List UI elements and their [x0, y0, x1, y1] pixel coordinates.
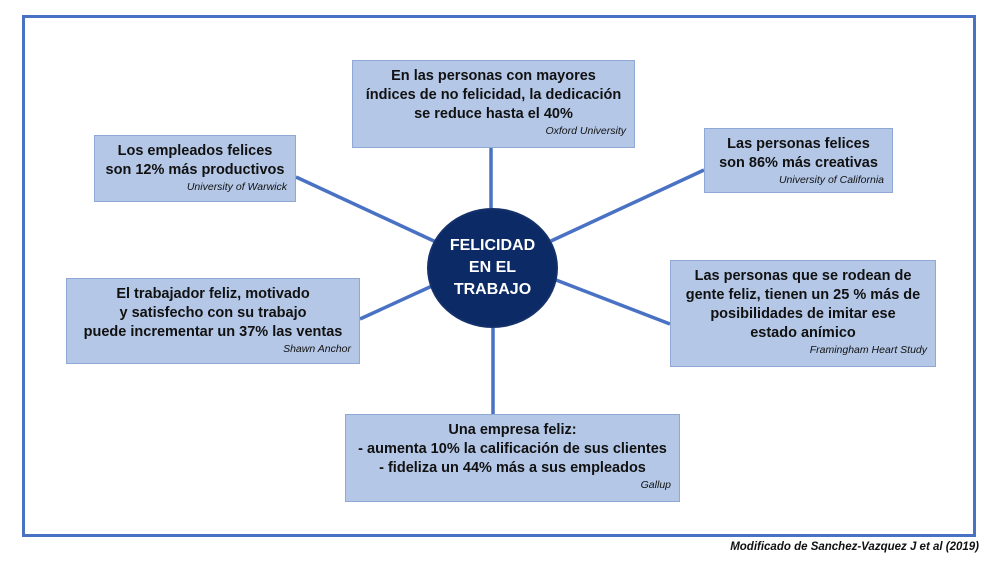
connector-mid-right	[555, 278, 671, 326]
node-source: University of California	[778, 174, 884, 186]
center-label: FELICIDAD EN EL TRABAJO	[449, 237, 536, 298]
diagram-frame	[22, 15, 976, 537]
node-text: Una empresa feliz: - aumenta 10% la cali…	[358, 422, 667, 476]
node-mid-left: El trabajador feliz, motivado y satisfec…	[66, 278, 360, 364]
node-text: Los empleados felices son 12% más produc…	[105, 143, 285, 178]
node-top-left: Los empleados felices son 12% más produc…	[94, 135, 296, 202]
center-node: FELICIDAD EN EL TRABAJO	[427, 208, 558, 328]
node-bottom: Una empresa feliz: - aumenta 10% la cali…	[345, 414, 680, 502]
node-text: En las personas con mayores índices de n…	[365, 68, 622, 122]
connector-top-left	[295, 175, 437, 244]
node-source: Gallup	[640, 479, 671, 491]
node-top: En las personas con mayores índices de n…	[352, 60, 635, 148]
node-source: Shawn Anchor	[283, 343, 351, 355]
node-source: University of Warwick	[186, 181, 287, 193]
connector-top-right	[550, 168, 705, 243]
node-mid-right: Las personas que se rodean de gente feli…	[670, 260, 936, 367]
connector-mid-left	[359, 284, 433, 321]
node-text: Las personas felices son 86% más creativ…	[719, 136, 878, 171]
node-text: El trabajador feliz, motivado y satisfec…	[83, 286, 343, 340]
credit-note: Modificado de Sanchez-Vazquez J et al (2…	[730, 541, 979, 553]
node-top-right: Las personas felices son 86% más creativ…	[704, 128, 893, 193]
node-source: Framingham Heart Study	[809, 344, 927, 356]
node-source: Oxford University	[545, 125, 626, 137]
node-text: Las personas que se rodean de gente feli…	[685, 268, 921, 341]
